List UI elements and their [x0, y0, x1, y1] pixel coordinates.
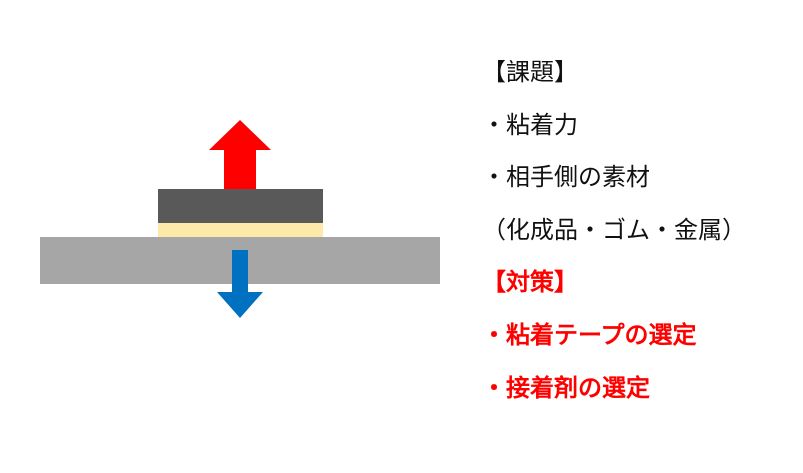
- measure-tape-selection: ・粘着テープの選定: [482, 320, 697, 349]
- issue-adhesion-force: ・粘着力: [482, 110, 578, 139]
- pull-down-arrow: [217, 250, 263, 318]
- pull-up-arrow: [209, 120, 271, 190]
- issue-counterpart-material: ・相手側の素材: [482, 163, 650, 192]
- adhesive-layer: [158, 223, 323, 237]
- measure-adhesive-selection: ・接着剤の選定: [482, 373, 650, 402]
- issue-material-examples: （化成品・ゴム・金属）: [482, 215, 746, 244]
- top-block: [158, 189, 323, 223]
- issues-and-measures-text: 【課題】 ・粘着力 ・相手側の素材 （化成品・ゴム・金属） 【対策】 ・粘着テー…: [482, 60, 792, 428]
- issues-heading: 【課題】: [482, 58, 578, 86]
- measures-heading: 【対策】: [482, 268, 578, 297]
